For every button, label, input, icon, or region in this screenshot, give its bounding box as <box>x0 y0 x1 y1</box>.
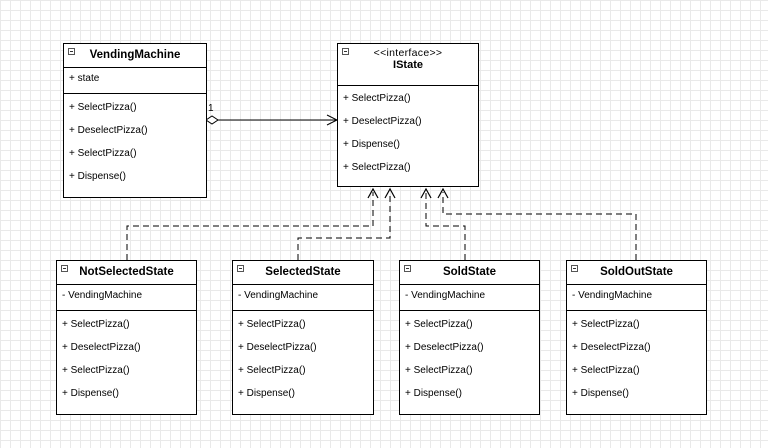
interface-method: + Dispense() <box>343 139 400 150</box>
class-method: + SelectPizza() <box>238 319 306 330</box>
class-method: + DeselectPizza() <box>238 342 317 353</box>
class-method: + SelectPizza() <box>238 365 306 376</box>
realization-arrowhead <box>384 187 396 199</box>
collapse-toggle-icon[interactable] <box>404 265 411 272</box>
class-method: + Dispense() <box>238 388 295 399</box>
interface-name: IState <box>393 59 423 71</box>
collapse-toggle-icon[interactable] <box>68 48 75 55</box>
class-method: + DeselectPizza() <box>62 342 141 353</box>
interface-method: + SelectPizza() <box>343 162 411 173</box>
class-method: + DeselectPizza() <box>69 125 148 136</box>
realization-edge-soldout[interactable] <box>442 192 637 260</box>
class-method: + SelectPizza() <box>572 365 640 376</box>
class-method: + SelectPizza() <box>62 365 130 376</box>
aggregation-edge[interactable] <box>205 114 339 126</box>
class-method: + SelectPizza() <box>69 148 137 159</box>
class-method: + SelectPizza() <box>62 319 130 330</box>
class-sold-state[interactable]: SoldState - VendingMachine + SelectPizza… <box>399 260 540 415</box>
interface-method: + SelectPizza() <box>343 93 411 104</box>
class-name: VendingMachine <box>89 49 181 61</box>
interface-method: + DeselectPizza() <box>343 116 422 127</box>
class-method: + SelectPizza() <box>572 319 640 330</box>
class-method: + DeselectPizza() <box>572 342 651 353</box>
aggregation-diamond <box>205 115 219 125</box>
collapse-toggle-icon[interactable] <box>237 265 244 272</box>
class-vending-machine[interactable]: VendingMachine + state + SelectPizza() +… <box>63 43 207 198</box>
class-method: + Dispense() <box>405 388 462 399</box>
interface-istate[interactable]: <<interface>> IState + SelectPizza() + D… <box>337 43 479 187</box>
class-attribute: - VendingMachine <box>405 290 486 301</box>
class-name: NotSelectedState <box>79 266 174 278</box>
class-method: + SelectPizza() <box>69 102 137 113</box>
interface-stereotype: <<interface>> <box>373 47 443 59</box>
collapse-toggle-icon[interactable] <box>342 48 349 55</box>
class-attribute: - VendingMachine <box>62 290 143 301</box>
realization-edge-sold[interactable] <box>425 192 466 260</box>
class-attribute: - VendingMachine <box>238 290 319 301</box>
class-method: + SelectPizza() <box>405 365 473 376</box>
class-name: SoldState <box>442 266 497 278</box>
realization-edge-selected[interactable] <box>297 192 391 260</box>
collapse-toggle-icon[interactable] <box>61 265 68 272</box>
collapse-toggle-icon[interactable] <box>571 265 578 272</box>
multiplicity-label: 1 <box>208 103 214 114</box>
realization-edge-notselected[interactable] <box>126 192 374 260</box>
class-name: SoldOutState <box>600 266 673 278</box>
class-attribute: + state <box>69 73 100 84</box>
class-method: + Dispense() <box>62 388 119 399</box>
class-method: + DeselectPizza() <box>405 342 484 353</box>
class-name: SelectedState <box>265 266 341 278</box>
realization-arrowhead <box>420 187 432 199</box>
class-attribute: - VendingMachine <box>572 290 653 301</box>
class-selected-state[interactable]: SelectedState - VendingMachine + SelectP… <box>232 260 374 415</box>
realization-arrowhead <box>437 187 449 199</box>
class-method: + Dispense() <box>69 171 126 182</box>
class-sold-out-state[interactable]: SoldOutState - VendingMachine + SelectPi… <box>566 260 707 415</box>
class-method: + SelectPizza() <box>405 319 473 330</box>
class-not-selected-state[interactable]: NotSelectedState - VendingMachine + Sele… <box>56 260 197 415</box>
class-method: + Dispense() <box>572 388 629 399</box>
realization-arrowhead <box>367 187 379 199</box>
